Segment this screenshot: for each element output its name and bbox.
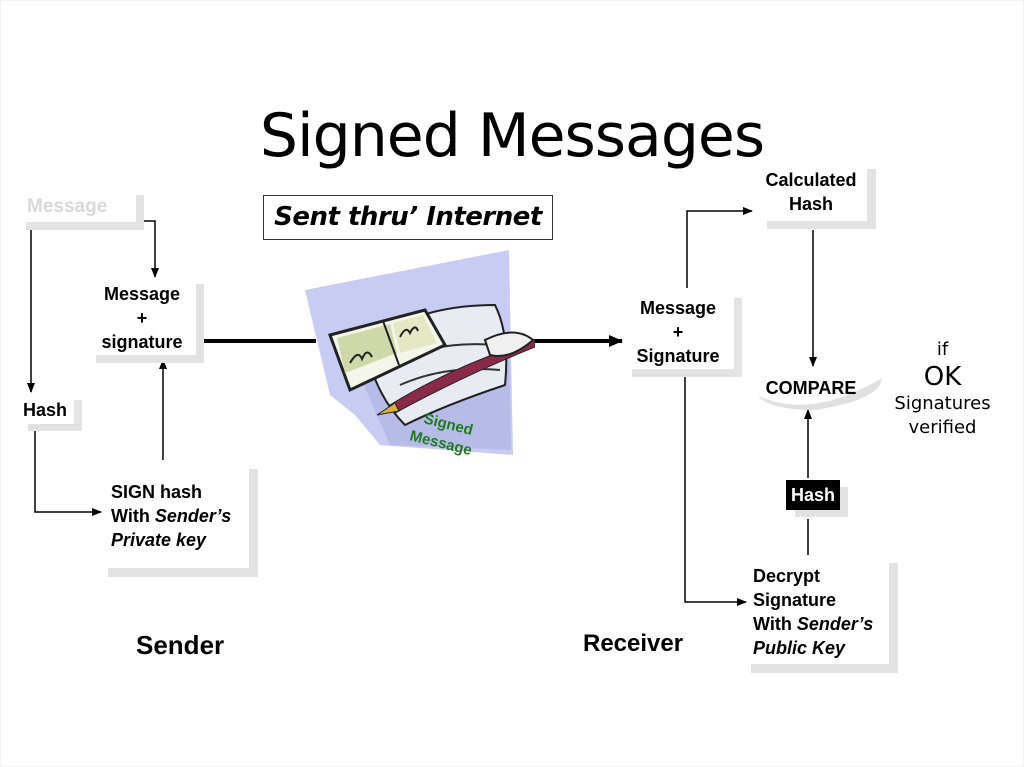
sender-msg-sig-line1: Message — [103, 284, 181, 304]
sender-section-label: Sender — [136, 630, 225, 660]
decrypt-step-line4: Public Key — [753, 638, 846, 658]
receiver-msg-sig-line1: Message — [639, 298, 717, 318]
arrow-hash-to-sign — [34, 428, 102, 516]
compare-label: COMPARE — [765, 378, 857, 398]
arrow-message-to-decrypt — [684, 372, 747, 606]
calculated-hash-line1: Calculated — [765, 170, 857, 190]
sender-message-source-label: Message — [27, 196, 108, 217]
signed-letter-quill-icon: Signed Message — [305, 250, 535, 459]
decrypt-step-line3-italic: Sender’s — [796, 614, 874, 634]
verification-result: if OK Signatures verified — [885, 338, 1000, 440]
decrypt-step-line1: Decrypt — [753, 566, 821, 586]
sign-step-line3: Private key — [111, 530, 207, 550]
receiver-message-signature-box: Message + Signature — [628, 296, 728, 368]
compare-shadow — [758, 378, 882, 410]
receiver-msg-sig-line2: + — [672, 322, 684, 342]
sign-step-line1: SIGN hash — [111, 482, 203, 502]
receiver-msg-sig-line3: Signature — [636, 346, 720, 366]
calculated-hash-line2: Hash — [788, 194, 833, 214]
sender-message-signature-box: Message + signature — [92, 282, 192, 354]
sender-msg-sig-line2: + — [136, 308, 148, 328]
decrypt-step-line3-plain: With — [753, 614, 797, 634]
sender-message-source: Message — [27, 195, 107, 219]
receiver-section-label: Receiver — [583, 630, 684, 657]
result-line4: verified — [908, 417, 977, 438]
sign-step-line2-italic: Sender’s — [154, 506, 232, 526]
decrypted-hash-box: Hash — [786, 480, 840, 510]
channel-label: Sent thru’ Internet — [263, 195, 553, 240]
sender-hash-box: Hash — [23, 398, 67, 422]
decrypt-step-line2: Signature — [753, 590, 837, 610]
decrypt-signature-step: Decrypt Signature With Sender’s Public K… — [753, 564, 873, 660]
slide-title: Signed Messages — [259, 101, 765, 171]
result-line1: if — [936, 339, 949, 360]
arrow-message-to-calculated-hash — [686, 207, 753, 288]
result-line2: OK — [923, 362, 962, 392]
sign-step-line2-plain: With — [111, 506, 155, 526]
sender-msg-sig-line3: signature — [101, 332, 183, 352]
sign-hash-step: SIGN hash With Sender’s Private key — [111, 480, 231, 552]
result-line3: Signatures — [894, 393, 991, 414]
sender-hash-label: Hash — [23, 400, 68, 420]
calculated-hash-box: Calculated Hash — [757, 168, 865, 216]
